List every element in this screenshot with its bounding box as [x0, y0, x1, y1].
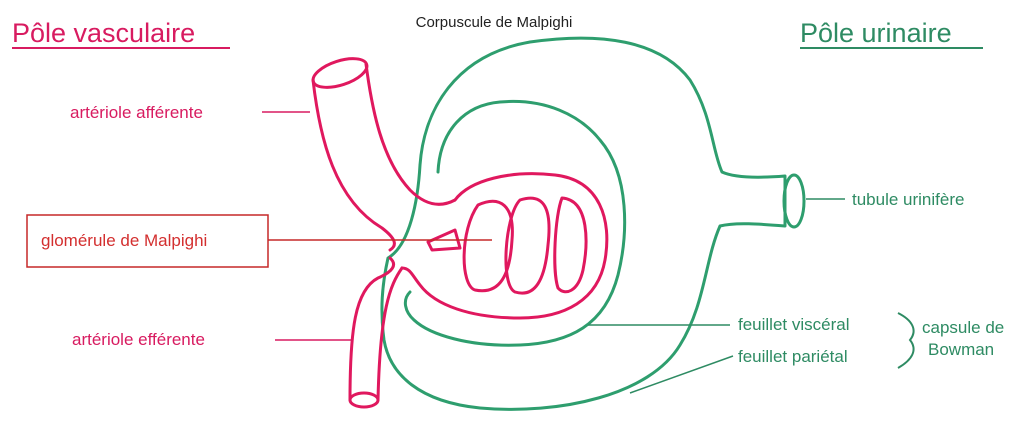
capsule-brace [898, 313, 914, 368]
pole-urinaire-heading: Pôle urinaire [800, 18, 952, 48]
label-capsule-line2: Bowman [928, 340, 994, 359]
arteriole-afferente-tube [313, 64, 455, 250]
arteriole-efferente-tube [350, 258, 402, 400]
arteriole-afferente-opening [310, 53, 371, 93]
label-arteriole-afferente: artériole afférente [70, 103, 203, 122]
diagram-title: Corpuscule de Malpighi [416, 14, 573, 31]
leader-feuillet-parietal [630, 356, 733, 393]
capsule-inner-wall [405, 101, 624, 345]
label-capsule-line1: capsule de [922, 318, 1004, 337]
vascular-pole [310, 53, 607, 407]
capillary-loop-4 [555, 198, 586, 292]
pole-vasculaire-heading: Pôle vasculaire [12, 18, 195, 48]
label-feuillet-parietal: feuillet pariétal [738, 347, 848, 366]
label-feuillet-visceral: feuillet viscéral [738, 315, 850, 334]
tubule-opening [784, 175, 804, 227]
label-arteriole-efferente: artériole efférente [72, 330, 205, 349]
label-glomerule: glomérule de Malpighi [41, 231, 207, 250]
label-tubule: tubule urinifère [852, 190, 964, 209]
glomerulus-outer-loop [402, 174, 607, 318]
arteriole-efferente-opening [350, 393, 378, 407]
